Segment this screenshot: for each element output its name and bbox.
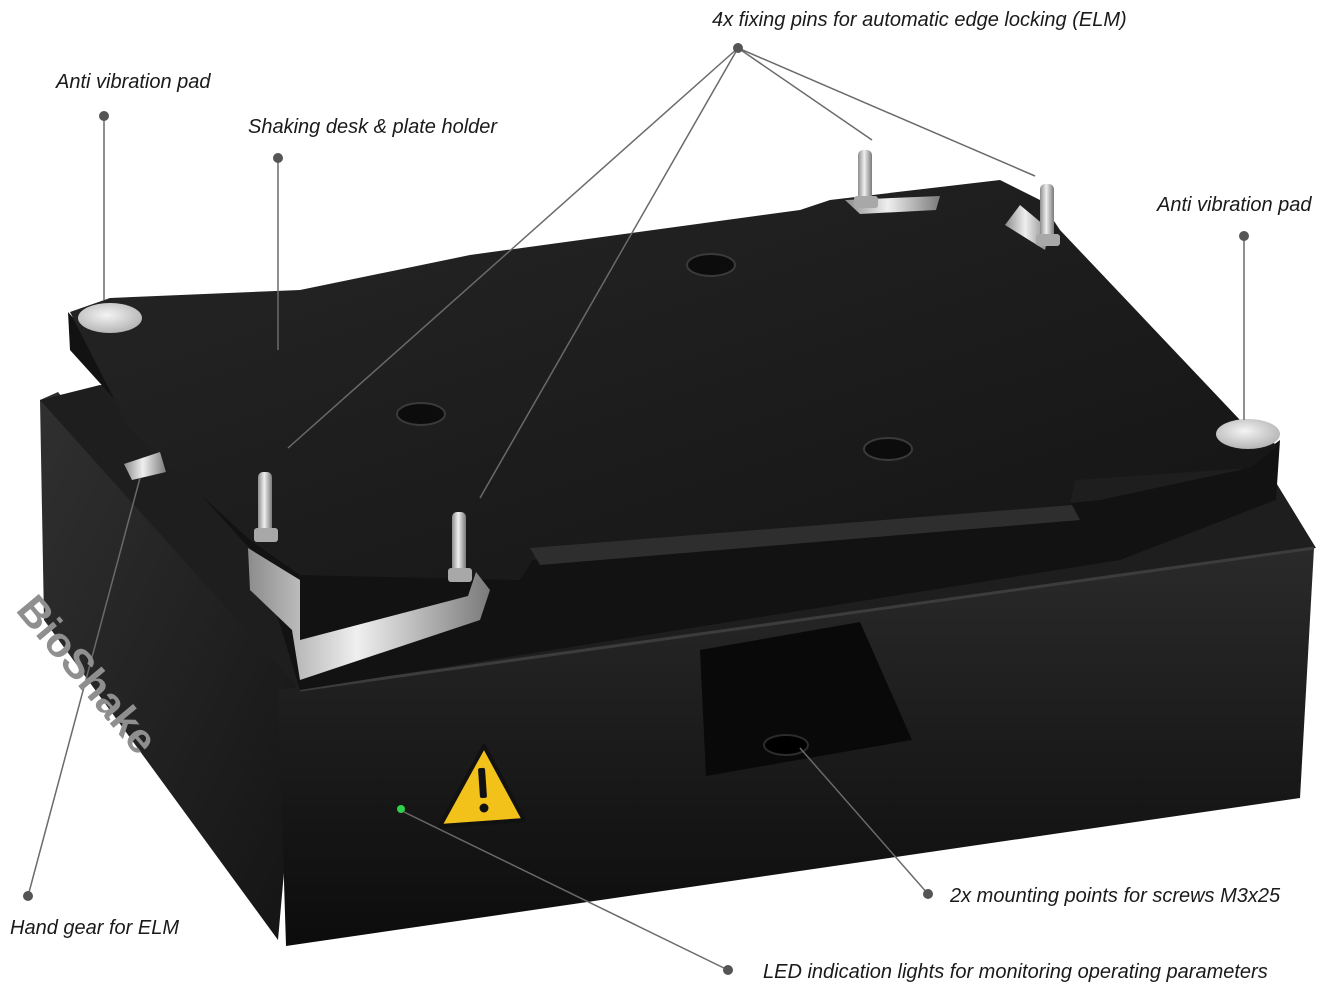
callout-hand-gear: Hand gear for ELM [10,917,179,939]
callout-anti-vibration-pad-right: Anti vibration pad [1157,194,1312,216]
base-edge-highlight [299,546,1315,692]
fixing-pin [854,150,878,208]
front-lock-bracket [248,548,490,680]
desk-hole [686,253,736,277]
fixing-pin [1036,184,1060,246]
callout-led-lights: LED indication lights for monitoring ope… [763,961,1268,983]
anti-vibration-pad-left [78,303,142,333]
leader-dot [733,43,743,53]
leader-dot [23,891,33,901]
shaking-desk [68,180,1280,690]
leader-dot [273,153,283,163]
desk-groove [530,505,1080,565]
desk-hole [863,437,913,461]
warning-triangle-icon [438,744,526,828]
leader-dot [99,111,109,121]
hand-gear-lever [124,452,166,480]
leader-dot [723,965,733,975]
leader-pins-3 [737,47,873,141]
leader-pins-1 [287,47,739,449]
callout-fixing-pins: 4x fixing pins for automatic edge lockin… [712,9,1127,31]
mounting-recess [700,622,912,776]
mounting-hole [763,734,809,756]
leader-dot [1239,231,1249,241]
leader-pins-2 [479,47,739,499]
callout-shaking-desk: Shaking desk & plate holder [248,116,498,138]
leader-led [403,811,729,971]
anti-vibration-pad-right [1216,419,1280,449]
leader-lines [27,47,1245,971]
led-indicator [397,805,405,813]
leader-pins-4 [737,47,1036,177]
base-left-face [40,392,300,940]
leader-gear [27,477,141,897]
fixing-pin [254,472,278,542]
leader-mount [799,747,929,895]
desk-hole [396,402,446,426]
desk-side [68,312,1280,690]
leader-dot [923,889,933,899]
desk-top [70,180,1278,580]
leader-dots [23,43,1249,975]
fixing-pin [448,512,472,582]
callout-anti-vibration-pad-left: Anti vibration pad [56,71,211,93]
callout-mounting-points: 2x mounting points for screws M3x25 [950,885,1281,907]
